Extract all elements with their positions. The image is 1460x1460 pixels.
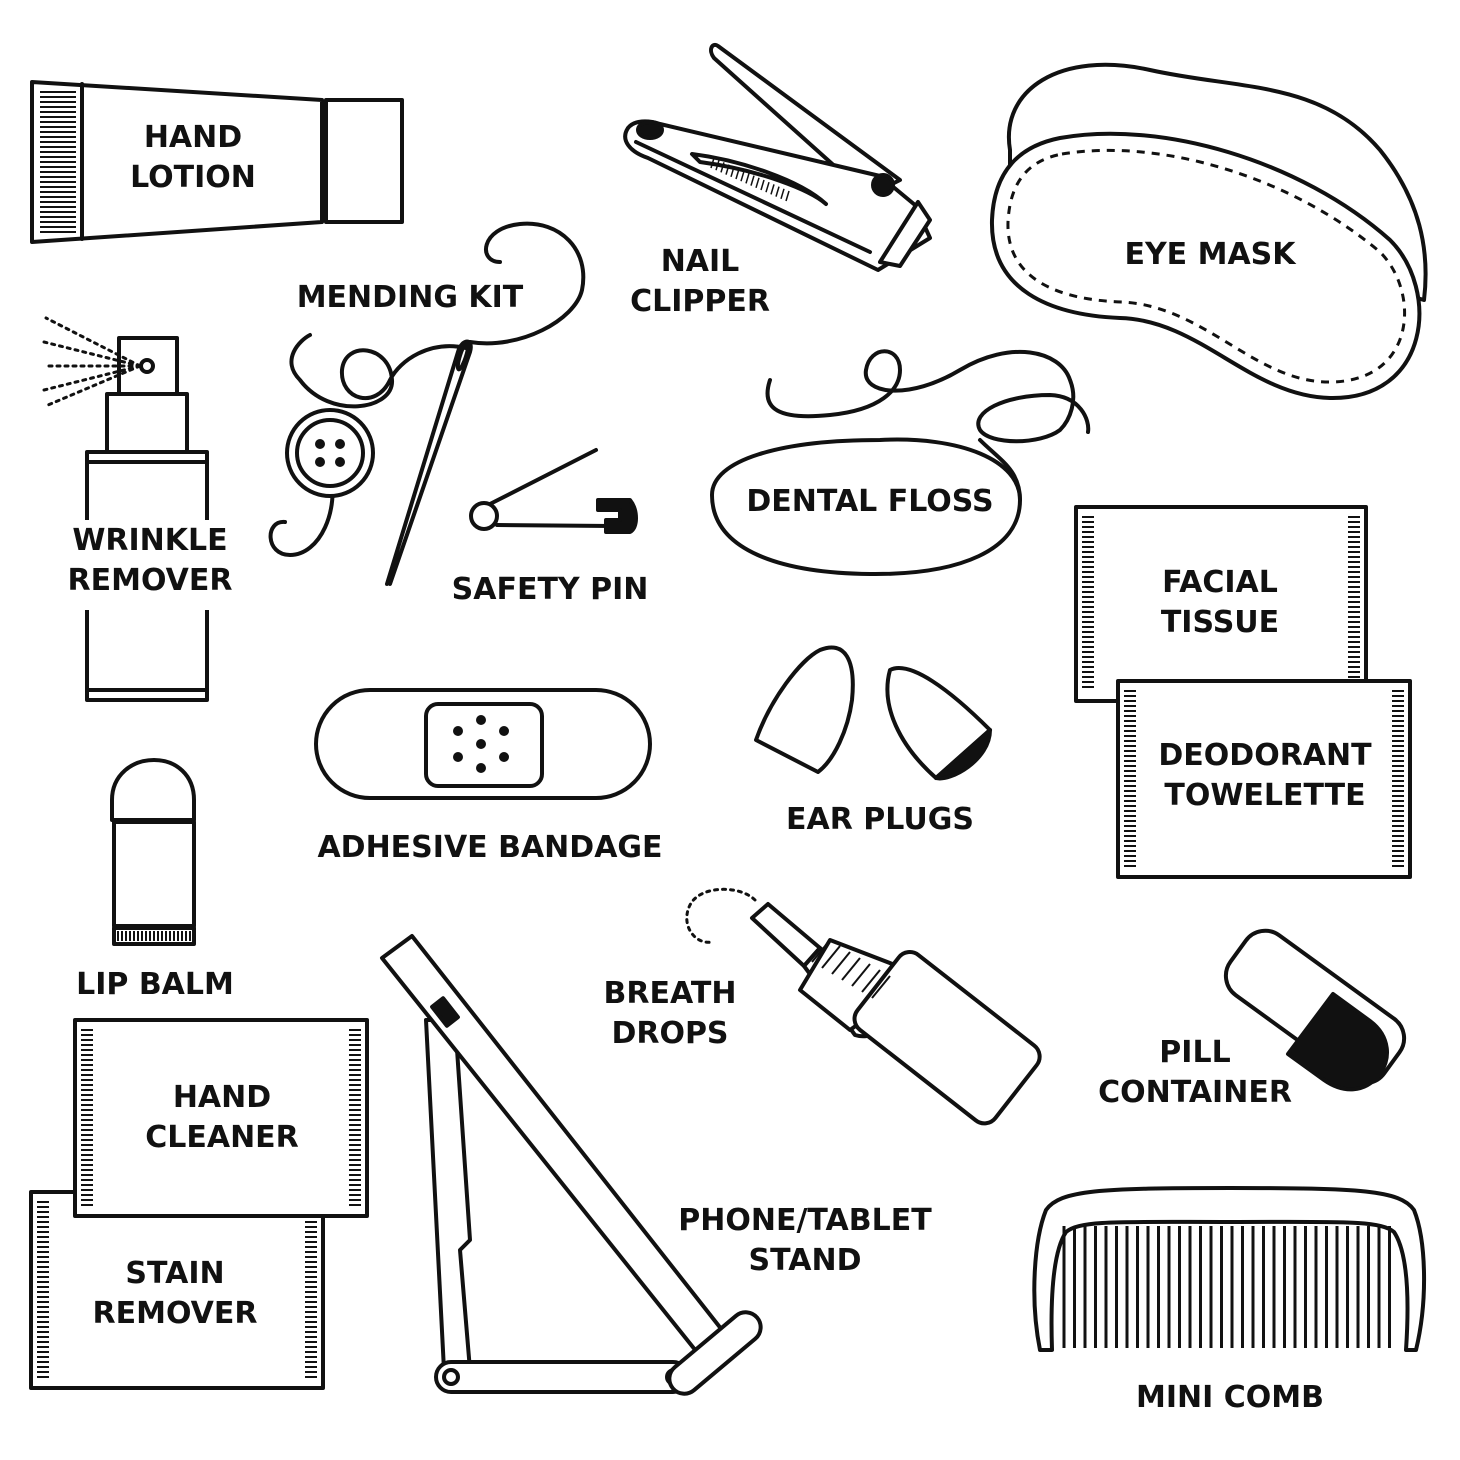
label-line: HAND [172,1080,272,1115]
label-line: FACIAL [1162,565,1278,600]
label-line: BREATH [603,976,737,1011]
label-line: LOTION [130,160,256,195]
label-line: DROPS [611,1016,729,1051]
floss-icon [710,349,1091,577]
label-hand-cleaner: HAND CLEANER [130,1078,314,1158]
hatch-line [811,939,831,963]
label-line: CLIPPER [630,284,770,319]
bandage-icon [314,688,652,800]
hatch-line [765,181,770,193]
label-line: REMOVER [67,563,233,598]
label-line: CONTAINER [1098,1075,1292,1110]
label-dental-floss: DENTAL FLOSS [740,482,1000,522]
hatch-line [730,166,735,178]
hatch-line [720,162,725,173]
lip-balm-icon [110,758,196,946]
label-nail-clipper: NAIL CLIPPER [610,242,790,322]
tissue-packet-icon [1074,505,1368,703]
nail-clipper-icon [623,43,932,272]
label-line: SAFETY PIN [451,572,649,607]
label-breath-drops: BREATH DROPS [585,974,755,1054]
hatch-line [755,177,760,189]
label-safety-pin: SAFETY PIN [440,570,660,610]
hatch-line [785,190,790,202]
label-line: EYE MASK [1124,237,1296,272]
label-phone-tablet-stand: PHONE/TABLET STAND [665,1201,945,1281]
label-line: STAND [748,1243,862,1278]
safety-pin-icon [469,448,638,534]
pill-container-icon [1223,928,1407,1092]
label-line: NAIL [660,244,740,279]
hatch-line [740,170,745,182]
label-mending-kit: MENDING KIT [280,278,540,318]
hatch-line [715,159,720,171]
label-deodorant-towelette: DEODORANT TOWELETTE [1140,736,1390,816]
label-line: WRINKLE [72,523,228,558]
label-eye-mask: EYE MASK [1110,235,1310,275]
label-line: MINI COMB [1136,1380,1324,1415]
hand-cleaner-packet-icon [73,1018,369,1218]
hatch-line [710,157,715,169]
label-ear-plugs: EAR PLUGS [770,800,990,840]
label-wrinkle-remover: WRINKLE REMOVER [50,521,250,601]
dropper-bottle-icon [685,887,1042,1126]
label-line: PILL [1159,1035,1231,1070]
hatch-line [851,963,871,987]
label-line: HAND [143,120,243,155]
lotion-tube-icon [30,80,404,244]
hatch-line [735,168,740,180]
button-icon [285,408,375,498]
phone-stand-icon [380,934,763,1396]
hatch-line [831,951,851,975]
label-mini-comb: MINI COMB [1110,1378,1350,1418]
hatch-line [725,164,730,175]
label-line: CLEANER [145,1120,299,1155]
label-lip-balm: LIP BALM [60,965,250,1005]
label-line: REMOVER [92,1296,258,1331]
hatch-line [821,945,841,969]
label-line: ADHESIVE BANDAGE [317,830,663,865]
label-hand-lotion: HAND LOTION [108,118,278,198]
label-facial-tissue: FACIAL TISSUE [1130,563,1310,643]
needle-thread-icon [268,221,586,586]
eye-mask-icon [989,62,1428,401]
stain-remover-packet-icon [29,1190,325,1390]
ear-plugs-icon [754,645,992,781]
label-line: EAR PLUGS [786,802,974,837]
hatch-line [760,179,765,191]
comb-icon [1032,1186,1426,1352]
label-line: PHONE/TABLET [678,1203,932,1238]
towelette-packet-icon [1116,679,1412,879]
hatch-line [745,173,750,184]
hatch-line [871,975,891,999]
hatch-line [780,188,785,200]
hatch-line [750,175,755,186]
label-line: LIP BALM [76,967,234,1002]
label-line: TISSUE [1160,605,1280,640]
label-stain-remover: STAIN REMOVER [80,1254,270,1334]
label-line: MENDING KIT [296,280,524,315]
spray-bottle-icon [42,316,240,702]
hatch-line [775,186,780,197]
label-line: STAIN [125,1256,225,1291]
label-line: DEODORANT [1158,738,1372,773]
hatch-line [770,184,775,195]
hatch-line [841,957,861,981]
hatch-line [861,969,881,993]
label-line: DENTAL FLOSS [746,484,994,519]
label-pill-container: PILL CONTAINER [1085,1033,1305,1113]
label-adhesive-bandage: ADHESIVE BANDAGE [300,828,680,868]
label-line: TOWELETTE [1164,778,1366,813]
